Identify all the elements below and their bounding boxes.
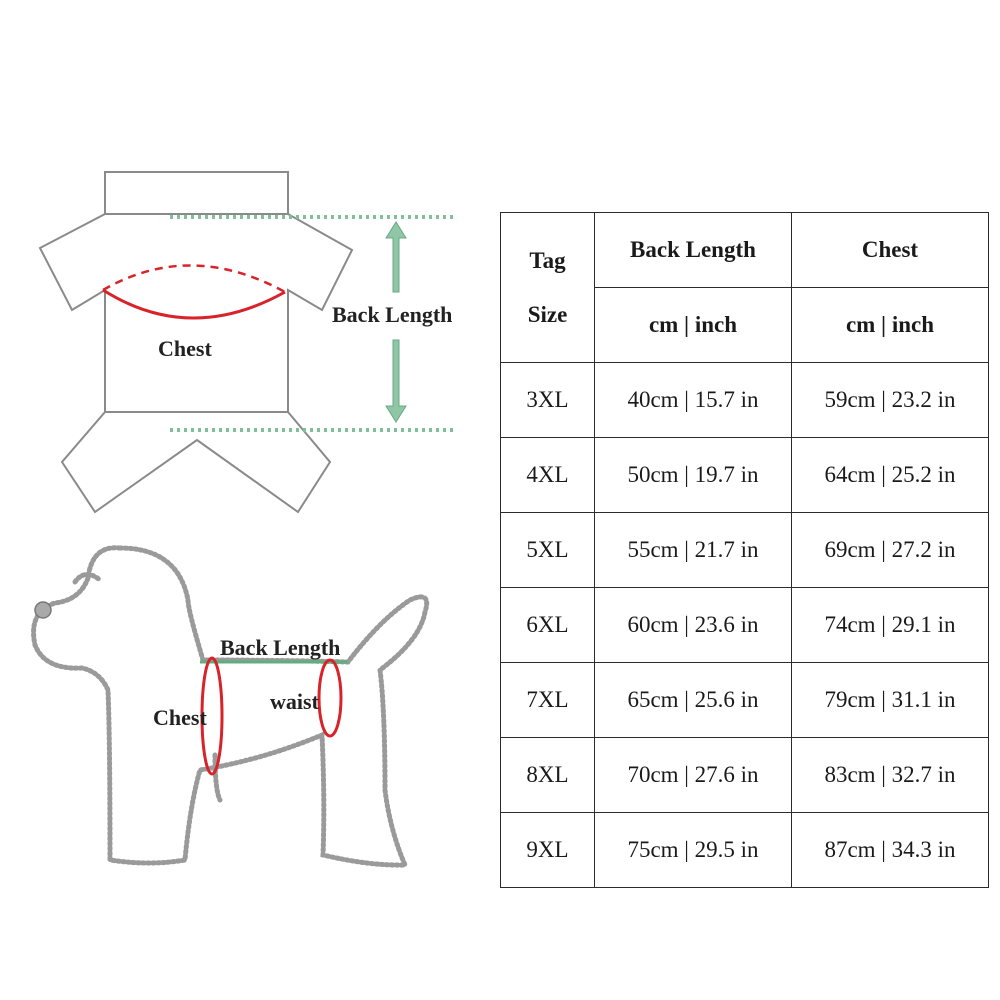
back-length-cell: 75cm | 29.5 in — [594, 812, 792, 888]
size-cell: 6XL — [500, 587, 595, 663]
size-cell: 9XL — [500, 812, 595, 888]
back-length-cell: 50cm | 19.7 in — [594, 437, 792, 513]
chest-cell: 79cm | 31.1 in — [791, 662, 989, 738]
dog-diagram: Back Length Chest waist — [31, 545, 430, 868]
back-length-cell: 55cm | 21.7 in — [594, 512, 792, 588]
back-length-arrow — [385, 221, 407, 423]
tag-size-header: Tag Size — [500, 212, 595, 363]
chest-cell: 59cm | 23.2 in — [791, 362, 989, 438]
dog-nose-icon — [34, 601, 52, 619]
garment-chest-label: Chest — [158, 336, 212, 361]
garment-back-length-label: Back Length — [332, 302, 452, 327]
table-row: 5XL 55cm | 21.7 in 69cm | 27.2 in — [500, 512, 989, 588]
back-length-cell: 40cm | 15.7 in — [594, 362, 792, 438]
back-length-header: Back Length — [594, 212, 792, 288]
back-length-unit-header: cm | inch — [594, 287, 792, 363]
dog-back-length-label: Back Length — [220, 635, 340, 660]
table-header-row: Tag Size Back Length Chest — [500, 212, 989, 363]
table-row: 6XL 60cm | 23.6 in 74cm | 29.1 in — [500, 587, 989, 663]
table-row: 9XL 75cm | 29.5 in 87cm | 34.3 in — [500, 812, 989, 888]
dog-chest-ring — [200, 656, 224, 776]
size-chart-table: Tag Size Back Length Chest cm | inch cm … — [500, 212, 989, 888]
table-unit-row: cm | inch cm | inch — [501, 287, 989, 363]
size-cell: 8XL — [500, 737, 595, 813]
size-cell: 7XL — [500, 662, 595, 738]
size-cell: 5XL — [500, 512, 595, 588]
chest-cell: 83cm | 32.7 in — [791, 737, 989, 813]
chest-cell: 64cm | 25.2 in — [791, 437, 989, 513]
back-length-cell: 70cm | 27.6 in — [594, 737, 792, 813]
chest-header: Chest — [791, 212, 989, 288]
dog-waist-ring — [317, 658, 343, 738]
table-row: 4XL 50cm | 19.7 in 64cm | 25.2 in — [500, 437, 989, 513]
garment-diagram: Chest Back Length — [38, 171, 455, 514]
tag-size-line1: Tag — [529, 247, 566, 273]
table-row: 3XL 40cm | 15.7 in 59cm | 23.2 in — [500, 362, 989, 438]
chest-cell: 69cm | 27.2 in — [791, 512, 989, 588]
table-row: 8XL 70cm | 27.6 in 83cm | 32.7 in — [500, 737, 989, 813]
size-cell: 4XL — [500, 437, 595, 513]
dog-chest-label: Chest — [153, 705, 207, 730]
back-length-cell: 65cm | 25.6 in — [594, 662, 792, 738]
dog-outline — [31, 545, 430, 868]
tag-size-line2: Size — [527, 301, 568, 327]
back-length-cell: 60cm | 23.6 in — [594, 587, 792, 663]
table-row: 7XL 65cm | 25.6 in 79cm | 31.1 in — [500, 662, 989, 738]
garment-outline — [38, 171, 354, 514]
size-cell: 3XL — [500, 362, 595, 438]
chest-cell: 87cm | 34.3 in — [791, 812, 989, 888]
dog-waist-label: waist — [270, 689, 320, 714]
chest-cell: 74cm | 29.1 in — [791, 587, 989, 663]
chest-measure-front — [102, 288, 286, 320]
chest-unit-header: cm | inch — [791, 287, 989, 363]
